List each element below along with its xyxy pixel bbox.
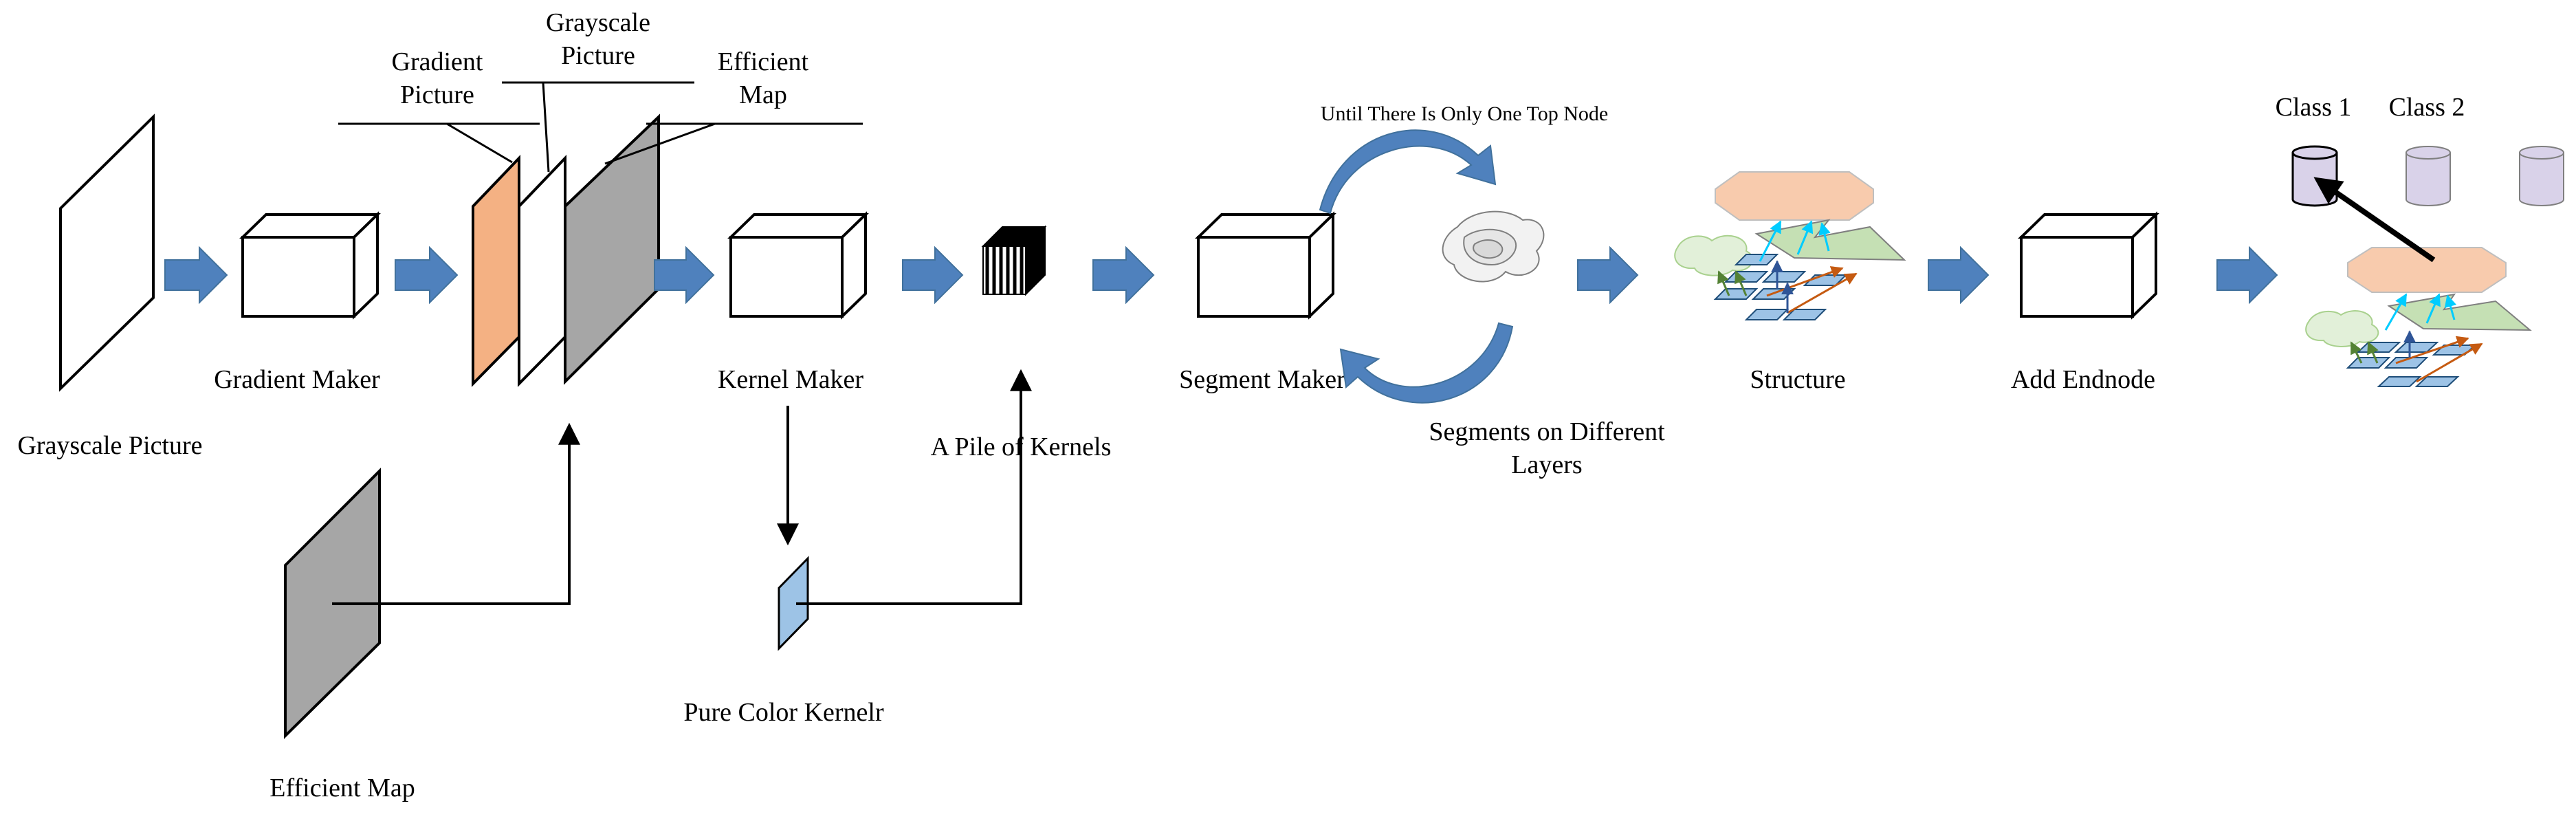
structure-graphic [1674, 171, 1906, 320]
until-top-node-label: Until There Is Only One Top Node [1321, 102, 1608, 125]
grayscale-picture-top-label: Picture [561, 41, 635, 70]
classification-arrow [2313, 177, 2436, 263]
efficient-map-top-label: Map [739, 80, 787, 109]
pile-of-kernels [981, 225, 1047, 296]
grayscale-picture-top-label: Grayscale [546, 8, 650, 37]
top-node-octagon [1715, 171, 1874, 221]
efficient-map-top-label: Efficient [718, 47, 809, 76]
top-node-octagon [2347, 247, 2507, 293]
gradient-picture-label: Picture [400, 80, 474, 109]
segment-maker-box [1195, 211, 1336, 320]
grayscale-picture-label: Grayscale Picture [17, 431, 202, 460]
class2-label: Class 2 [2389, 93, 2465, 122]
class1-label: Class 1 [2276, 93, 2352, 122]
gradient-maker-label: Gradient Maker [214, 365, 380, 394]
gradient-maker-box [239, 211, 381, 320]
segment-shape [2387, 293, 2532, 331]
grayscale-picture-plane [59, 113, 155, 392]
cloud-shape [2305, 310, 2379, 347]
pure-color-kernel-label: Pure Color Kernelr [683, 698, 884, 727]
segments-sketch [1442, 210, 1545, 283]
class3-cylinder [2519, 146, 2564, 206]
class1-cylinder [2291, 145, 2338, 207]
grayscale-picture-layer [518, 155, 566, 387]
segments-label: Segments on Different [1429, 417, 1665, 446]
flow-arrow [2216, 245, 2278, 305]
flow-arrow [164, 245, 228, 305]
segments-label: Layers [1511, 450, 1582, 479]
efficient-map-layer [564, 113, 660, 385]
kernel-maker-box [727, 211, 869, 320]
kernel-grid [2346, 342, 2477, 387]
cloud-shape [1674, 234, 1754, 276]
flow-arrow [395, 245, 459, 305]
final-structure-graphic [2305, 247, 2532, 387]
segment-shape [1754, 219, 1906, 261]
flow-arrow [902, 245, 964, 305]
gradient-picture-layer [472, 155, 520, 387]
segment-maker-label: Segment Maker [1179, 365, 1345, 394]
kernel-maker-label: Kernel Maker [718, 365, 863, 394]
efficient-map-connector [332, 422, 580, 605]
structure-label: Structure [1750, 365, 1845, 394]
pile-of-kernels-label: A Pile of Kernels [931, 433, 1112, 461]
loop-arrow-top [1319, 129, 1497, 215]
flow-arrow [1928, 245, 1990, 305]
pure-color-kernel [778, 556, 809, 651]
kernel-to-pile-connector [796, 369, 1032, 605]
gradient-picture-label: Gradient [392, 47, 483, 76]
flow-arrow [654, 245, 715, 305]
add-endnode-box [2018, 211, 2159, 320]
class2-cylinder [2406, 146, 2451, 206]
add-endnode-label: Add Endnode [2011, 365, 2155, 394]
efficient-map-label: Efficient Map [269, 774, 415, 802]
loop-arrow-bottom [1339, 322, 1514, 404]
flow-arrow [1092, 245, 1155, 305]
kernel-grid [1713, 254, 1848, 320]
flow-arrow [1577, 245, 1639, 305]
callout-lines [338, 81, 863, 173]
